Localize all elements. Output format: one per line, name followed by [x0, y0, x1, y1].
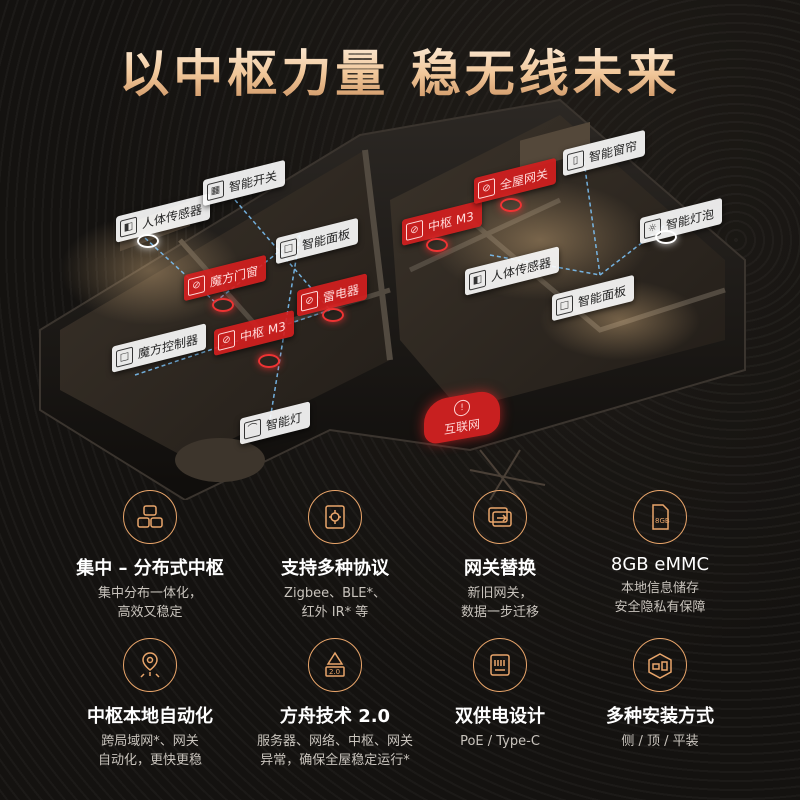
badge-label: 2.0 — [329, 668, 340, 676]
feature-item: 8GB 8GB eMMC 本地信息储存安全隐私有保障 — [560, 490, 760, 617]
storage-chip-icon: 8GB — [633, 490, 687, 544]
distributed-hub-icon — [123, 490, 177, 544]
feature-item: 中枢本地自动化 跨局域网*、网关自动化，更快更稳 — [50, 638, 250, 770]
panel-icon: □ — [280, 237, 297, 259]
feature-item: 双供电设计 PoE / Type-C — [400, 638, 600, 751]
sensor-icon: ◧ — [120, 215, 137, 238]
protocol-icon — [308, 490, 362, 544]
cube-icon: □ — [116, 345, 133, 368]
feature-item: 支持多种协议 Zigbee、BLE*、红外 IR* 等 — [235, 490, 435, 622]
house-floorplan — [39, 98, 746, 500]
feature-item: 集中 – 分布式中枢 集中分布一体化，高效又稳定 — [50, 490, 250, 622]
hub-beacon — [258, 354, 280, 368]
hub-beacon — [212, 298, 234, 312]
local-automation-icon — [123, 638, 177, 692]
hub-icon: ⊘ — [406, 219, 423, 241]
device-beacon — [137, 234, 159, 248]
gateway-icon: ⊘ — [478, 177, 495, 199]
dual-power-icon — [473, 638, 527, 692]
feature-item: 多种安装方式 侧 / 顶 / 平装 — [560, 638, 760, 751]
mounting-icon — [633, 638, 687, 692]
ark-tech-icon: 2.0 — [308, 638, 362, 692]
feature-item: 网关替换 新旧网关，数据一步迁移 — [400, 490, 600, 622]
light-icon: ⌒ — [244, 417, 261, 440]
headline: 以中枢力量 稳无线未来 — [0, 34, 800, 106]
hub-beacon — [322, 308, 344, 322]
panel-icon: □ — [556, 294, 573, 316]
sensor-icon: ◧ — [469, 268, 486, 291]
hub-icon: ⊘ — [218, 329, 235, 351]
hub-beacon — [500, 198, 522, 212]
radar-icon: ⊘ — [301, 289, 318, 312]
feature-item: 2.0 方舟技术 2.0 服务器、网络、中枢、网关异常，确保全屋稳定运行* — [235, 638, 435, 770]
info-icon: ! — [454, 398, 470, 417]
door-sensor-icon: ⊘ — [188, 274, 205, 296]
hub-beacon — [426, 238, 448, 252]
gateway-replace-icon — [473, 490, 527, 544]
device-beacon — [655, 230, 677, 244]
switch-icon: ▦ — [207, 179, 224, 201]
chip-label: 8GB — [655, 517, 670, 525]
curtain-icon: ▯ — [567, 149, 584, 171]
